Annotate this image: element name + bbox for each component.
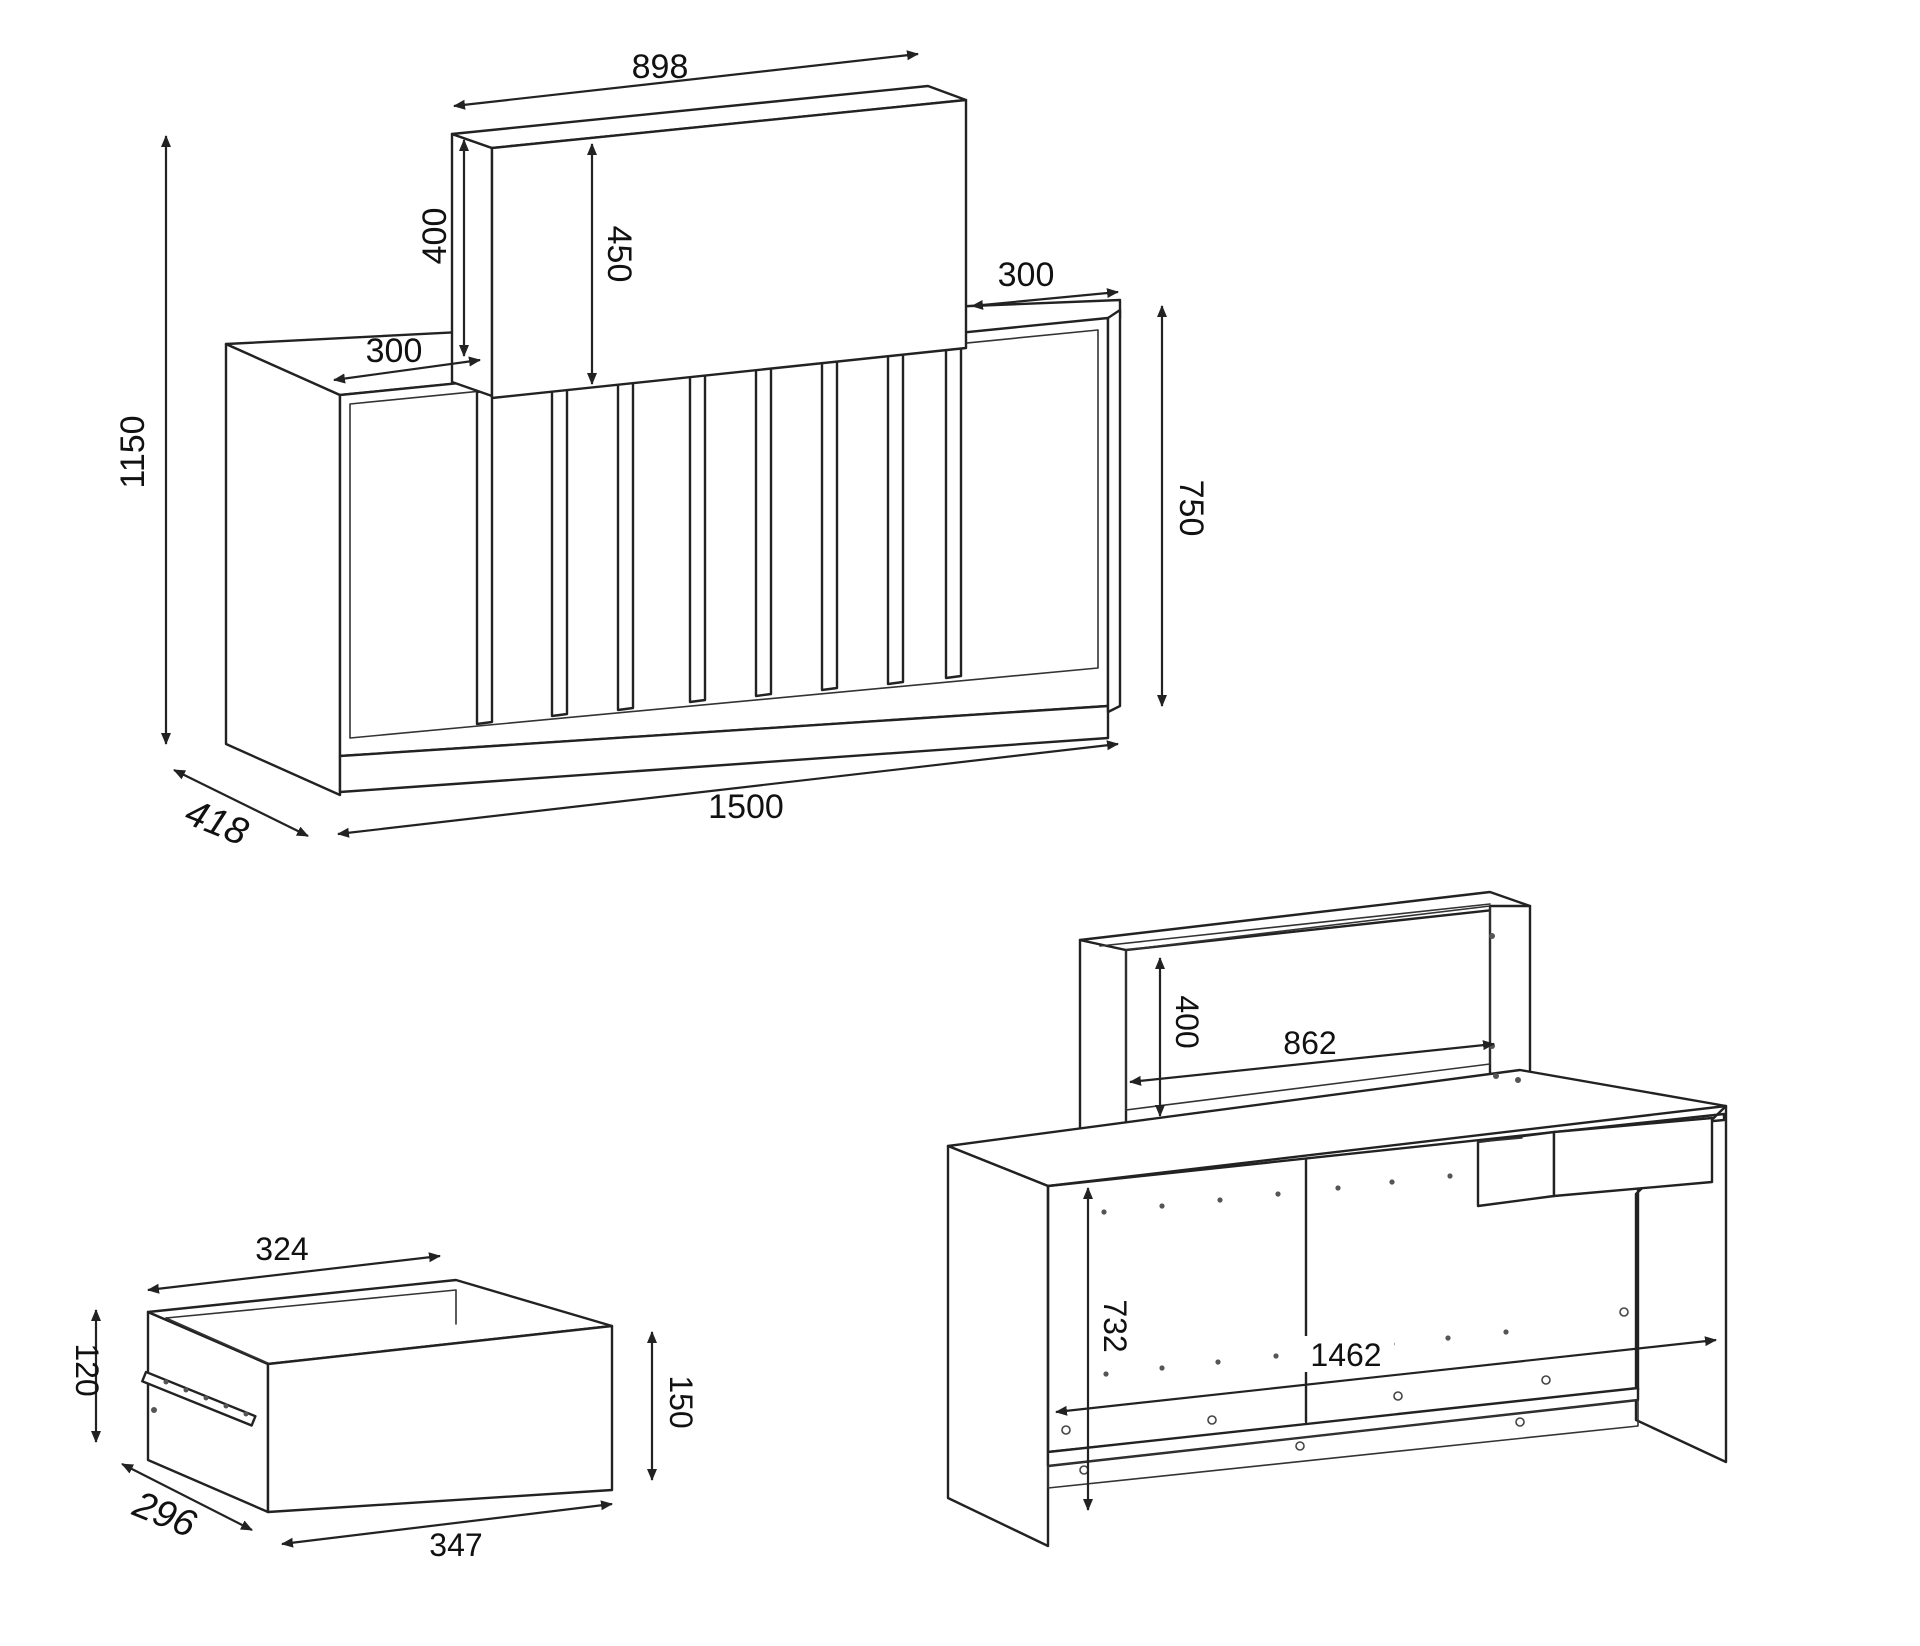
hutch-left-side bbox=[1078, 938, 1128, 1142]
dim-depth: 418 bbox=[179, 792, 254, 855]
dim-back-top-width: 862 bbox=[1283, 1025, 1336, 1061]
dim-drawer-front-width: 347 bbox=[429, 1527, 482, 1563]
dim-shelf-left: 300 bbox=[366, 332, 423, 370]
hutch-right-side bbox=[1488, 904, 1532, 1096]
back-drawer-box bbox=[1476, 1130, 1556, 1208]
dim-drawer-inner-height: 120 bbox=[69, 1343, 105, 1396]
dim-top-height-left: 400 bbox=[416, 208, 454, 265]
back-drawer-front bbox=[1552, 1116, 1714, 1198]
drawer-front-panel bbox=[266, 1324, 614, 1514]
dim-back-top-height: 400 bbox=[1169, 995, 1205, 1048]
dim-top-width: 898 bbox=[632, 48, 689, 86]
front-view-desk bbox=[224, 84, 1122, 797]
raised-top-side bbox=[450, 132, 494, 398]
dim-top-height-inner: 450 bbox=[600, 226, 638, 283]
front-view-dimensions: 898 400 450 300 300 1150 750 418 1500 bbox=[114, 48, 1210, 854]
drawer-runner bbox=[141, 1370, 257, 1427]
dim-shelf-right: 300 bbox=[998, 256, 1055, 294]
back-bottom-rail bbox=[1046, 1386, 1640, 1468]
dim-back-inner-height: 732 bbox=[1097, 1299, 1133, 1352]
dim-drawer-inner-width: 324 bbox=[255, 1231, 308, 1267]
drawer-view bbox=[141, 1278, 614, 1514]
runner-holes bbox=[151, 1379, 249, 1417]
back-view-dimensions: 400 862 732 1462 bbox=[1055, 957, 1717, 1511]
dim-total-width: 1500 bbox=[708, 788, 784, 826]
back-view-desk bbox=[946, 890, 1728, 1548]
raised-top-panel bbox=[490, 98, 968, 400]
dim-back-inner-width: 1462 bbox=[1310, 1337, 1381, 1373]
dim-drawer-depth: 296 bbox=[126, 1483, 202, 1546]
dim-total-height: 1150 bbox=[114, 415, 152, 488]
left-side-panel bbox=[224, 342, 342, 797]
back-left-panel bbox=[946, 1144, 1050, 1548]
right-end-panel bbox=[1106, 308, 1122, 714]
dim-drawer-front-height: 150 bbox=[663, 1375, 699, 1428]
dim-cabinet-height: 750 bbox=[1172, 480, 1210, 537]
